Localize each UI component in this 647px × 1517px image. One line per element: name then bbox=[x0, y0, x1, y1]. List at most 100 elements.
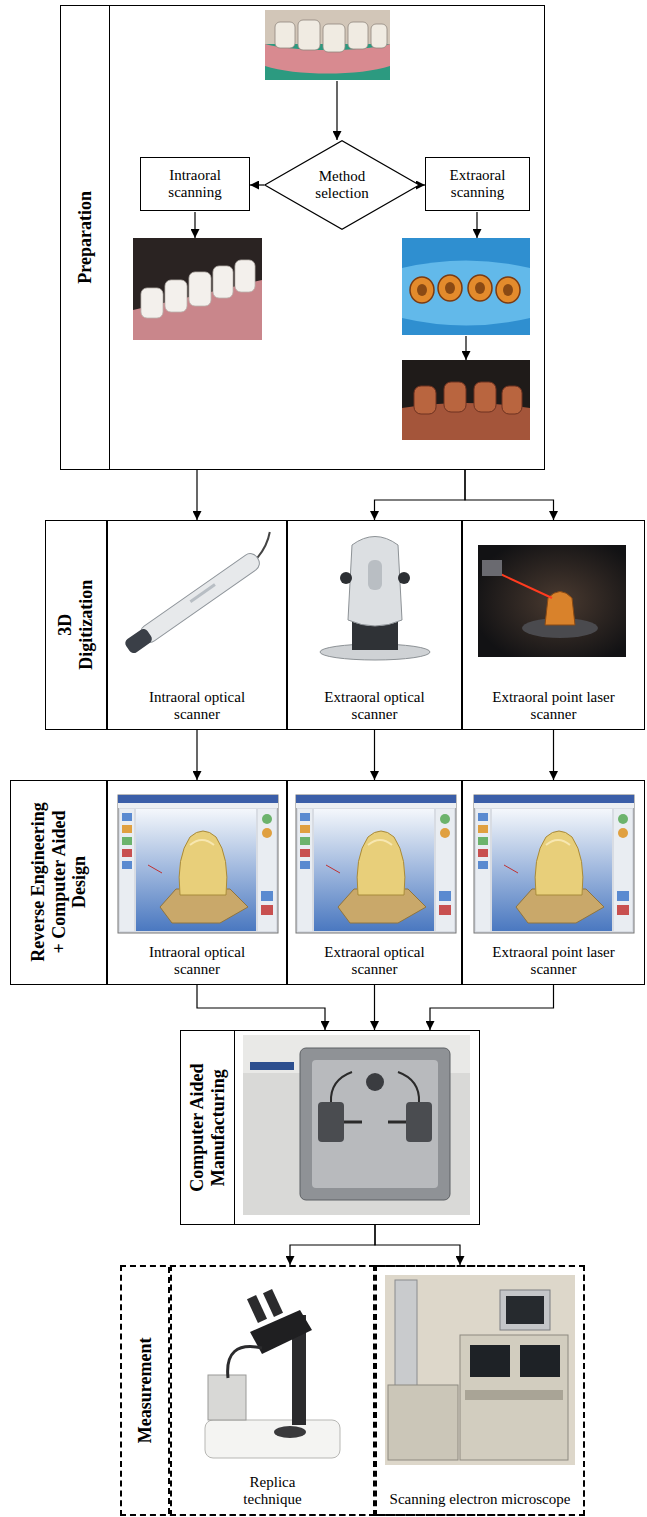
decision-diamond: Method selection bbox=[264, 140, 420, 230]
extraoral-scanner bbox=[320, 537, 430, 661]
stage-panel: PreparationIntraoral scanningMethod sele… bbox=[60, 5, 545, 470]
extraoral-scanner bbox=[368, 560, 382, 590]
powdered-model-photo bbox=[133, 238, 262, 340]
flow-arrow bbox=[250, 184, 264, 185]
flow-arrow bbox=[196, 470, 197, 520]
stone-model-photo bbox=[402, 360, 530, 440]
dental-model-photo bbox=[265, 10, 390, 80]
cell-label: Scanning electron microscope bbox=[380, 1491, 580, 1508]
sem-photo bbox=[506, 1296, 544, 1324]
stone-model-photo bbox=[414, 386, 436, 414]
cell-label: Intraoral optical scanner bbox=[135, 944, 260, 979]
stage-label: Computer Aided Manufacturing bbox=[187, 1053, 228, 1203]
cell-label: Extraoral point laser scanner bbox=[491, 944, 616, 979]
milling-machine-photo bbox=[406, 1102, 432, 1142]
stereo-microscope-photo bbox=[274, 1426, 306, 1438]
impression-photo bbox=[417, 284, 427, 296]
dental-model-photo bbox=[275, 22, 295, 48]
flow-arrow bbox=[374, 730, 375, 780]
milling-machine-photo bbox=[312, 1060, 438, 1188]
stereo-microscope-photo bbox=[228, 1347, 262, 1378]
sem-photo bbox=[385, 1275, 575, 1465]
extraoral-scanner bbox=[340, 572, 352, 584]
process-box: Extraoral scanning bbox=[425, 157, 530, 211]
flow-arrows bbox=[476, 212, 477, 238]
flow-arrow bbox=[375, 1225, 460, 1265]
flow-arrows bbox=[194, 212, 195, 238]
powdered-model-photo bbox=[141, 288, 163, 318]
stone-model-photo bbox=[414, 382, 522, 414]
extraoral-scanner bbox=[398, 572, 410, 584]
column-cell: Replica technique bbox=[170, 1265, 375, 1516]
stage-label: Measurement bbox=[135, 1291, 156, 1491]
stage-band: Computer Aided Manufacturing bbox=[181, 1031, 235, 1224]
milling-machine-photo bbox=[344, 1121, 362, 1124]
flow-arrow bbox=[197, 985, 325, 1030]
impression-photo bbox=[417, 282, 513, 296]
milling-machine-photo bbox=[243, 1035, 470, 1215]
powdered-model-photo bbox=[165, 280, 187, 312]
impression-photo bbox=[410, 275, 520, 303]
dental-model-photo bbox=[265, 10, 390, 80]
cell-label: Replica technique bbox=[223, 1474, 323, 1509]
stone-model-photo bbox=[502, 386, 522, 414]
stage-panel: Reverse Engineering + Computer Aided Des… bbox=[10, 780, 645, 985]
sem-photo bbox=[395, 1280, 417, 1390]
column-cell: Extraoral optical scanner bbox=[287, 520, 462, 730]
diamond-shape bbox=[265, 141, 420, 230]
flow-arrows bbox=[465, 336, 466, 360]
impression-photo bbox=[402, 238, 530, 335]
flow-arrow bbox=[375, 470, 466, 520]
stereo-microscope-photo bbox=[247, 1295, 267, 1323]
dental-model-photo bbox=[298, 20, 320, 50]
milling-machine-photo bbox=[331, 1072, 352, 1102]
cell-label: Extraoral point laser scanner bbox=[491, 689, 616, 724]
stage-band: Reverse Engineering + Computer Aided Des… bbox=[11, 781, 107, 984]
impression-photo bbox=[410, 277, 434, 303]
sem-photo bbox=[465, 1390, 563, 1400]
laser-scanner-photo bbox=[478, 545, 626, 657]
sem-photo bbox=[460, 1335, 568, 1460]
sem-photo bbox=[470, 1345, 510, 1377]
stereo-microscope-photo bbox=[205, 1289, 340, 1458]
stage-band: 3D Digitization bbox=[46, 521, 107, 729]
sem-photo bbox=[500, 1290, 550, 1330]
flow-arrows bbox=[195, 81, 477, 360]
intraoral-wand bbox=[190, 583, 216, 603]
connector-group bbox=[197, 185, 554, 1265]
stage-panel: Computer Aided Manufacturing bbox=[180, 1030, 480, 1225]
impression-photo bbox=[402, 261, 530, 326]
flow-arrow bbox=[374, 985, 375, 1030]
cad-screenshot bbox=[296, 795, 456, 933]
dental-model-photo bbox=[348, 22, 368, 49]
impression-photo bbox=[445, 282, 455, 294]
sem-photo bbox=[388, 1385, 458, 1460]
cad-screenshot bbox=[474, 795, 634, 933]
stage-band: Preparation bbox=[61, 6, 110, 469]
column-cell: Extraoral optical scanner bbox=[287, 780, 462, 985]
cell-label: Intraoral optical scanner bbox=[135, 689, 260, 724]
column-cell: Intraoral optical scanner bbox=[107, 520, 287, 730]
cad-screenshot bbox=[118, 795, 278, 933]
extraoral-scanner bbox=[348, 537, 402, 627]
stage-panel: MeasurementReplica technique Scanning ele… bbox=[120, 1265, 585, 1516]
powdered-model-photo bbox=[189, 272, 211, 306]
stereo-microscope-photo bbox=[263, 1289, 283, 1317]
impression-photo bbox=[503, 284, 513, 296]
cad-screenshot bbox=[118, 795, 634, 933]
intraoral-wand bbox=[120, 532, 283, 656]
powdered-model-photo bbox=[235, 260, 255, 292]
column-cell: Intraoral optical scanner bbox=[107, 780, 287, 985]
powdered-model-photo bbox=[213, 266, 233, 298]
sem-photo bbox=[385, 1275, 575, 1465]
milling-machine-photo bbox=[300, 1048, 450, 1200]
dental-model-photo bbox=[323, 24, 345, 52]
impression-photo bbox=[438, 275, 462, 301]
dental-model-photo bbox=[371, 24, 387, 48]
flow-arrow bbox=[430, 985, 554, 1030]
stage-label: Preparation bbox=[75, 38, 96, 438]
stereo-microscope-photo bbox=[208, 1375, 246, 1420]
